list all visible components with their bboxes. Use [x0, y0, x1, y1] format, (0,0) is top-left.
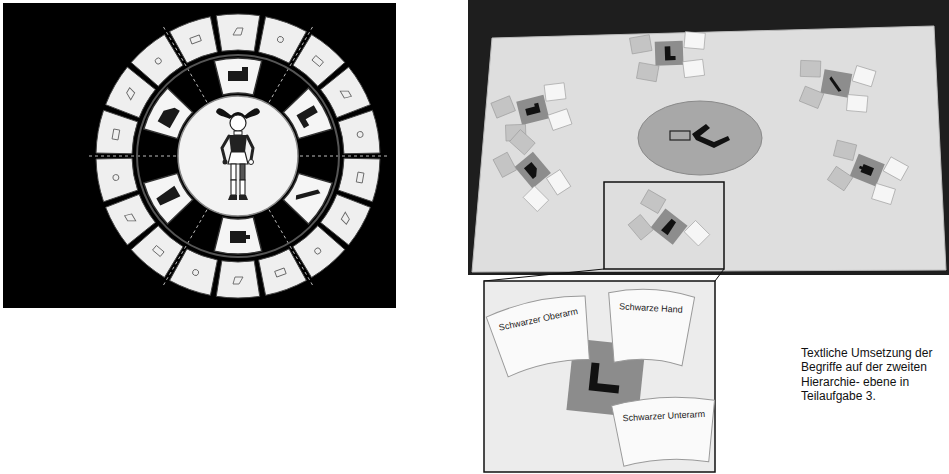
- divider-line: [300, 156, 390, 157]
- card-group: [793, 56, 876, 118]
- segment-icon: [357, 131, 364, 138]
- part-icon: [294, 181, 321, 208]
- part-icon: [155, 186, 180, 207]
- highlight-frame: [604, 182, 724, 269]
- outer-segment: [338, 110, 380, 154]
- outer-segment: [96, 158, 138, 202]
- outer-segment: [216, 261, 259, 298]
- segment-icon: [312, 55, 324, 66]
- segment-icon: [340, 212, 351, 224]
- black-panel: [3, 3, 396, 308]
- card-outline: [605, 286, 695, 366]
- card-group: [629, 31, 707, 83]
- segment-icon: [192, 269, 200, 277]
- segment-icon: [277, 36, 285, 44]
- segment-icon: [125, 212, 136, 224]
- segment-icon: [112, 129, 120, 140]
- segment-icon: [190, 35, 201, 44]
- caption: Textliche Umsetzung der Begriffe auf der…: [801, 346, 935, 404]
- zoom-line: [484, 269, 604, 281]
- board-center: [638, 101, 762, 175]
- card-body: Schwarze Hand: [608, 286, 695, 315]
- inner-ring: [144, 58, 332, 254]
- segment-icon: [340, 88, 351, 100]
- outer-segment: [170, 17, 218, 63]
- term-card: Schwarzer Unterarm: [611, 393, 717, 466]
- segment-icon: [233, 277, 243, 284]
- card-group: [621, 186, 711, 271]
- outer-segment: [259, 249, 307, 295]
- segment-icon: [153, 245, 165, 256]
- card-outline: [484, 289, 597, 378]
- board-cards: [486, 31, 909, 271]
- card-outline: [611, 393, 717, 466]
- outer-segment: [216, 14, 259, 51]
- segment-icon: [125, 88, 136, 100]
- photo-background: [468, 0, 949, 275]
- divider-line: [86, 156, 176, 157]
- outer-segment: [96, 110, 138, 154]
- ring-edge: [137, 55, 339, 257]
- term-card: Schwarzer Oberarm: [484, 289, 597, 378]
- term-card: Schwarze Hand: [605, 286, 695, 366]
- segment-icon: [275, 268, 286, 277]
- card-group: [490, 80, 576, 146]
- doll-figure: [216, 108, 260, 200]
- outer-segment: [338, 158, 380, 202]
- outer-ring: [96, 14, 380, 298]
- segment-icon: [233, 28, 243, 35]
- part-icon: [228, 67, 248, 81]
- sector-dividers: [86, 24, 390, 287]
- inner-card: [214, 217, 261, 254]
- zoom-line: [715, 269, 724, 281]
- card-body: Schwarzer Unterarm: [611, 393, 715, 423]
- card-group: [486, 127, 572, 217]
- card-group: [821, 136, 910, 210]
- part-icon: [158, 104, 180, 128]
- inner-card: [214, 58, 261, 95]
- board: [472, 26, 946, 272]
- segment-icon: [154, 57, 162, 65]
- board-center-icon: [670, 124, 730, 148]
- segment-icon: [112, 174, 119, 181]
- segment-icon: [356, 172, 364, 183]
- part-icon: [296, 105, 321, 128]
- segment-icon: [313, 247, 321, 255]
- part-icon: [230, 231, 250, 243]
- center-disc: [178, 96, 298, 216]
